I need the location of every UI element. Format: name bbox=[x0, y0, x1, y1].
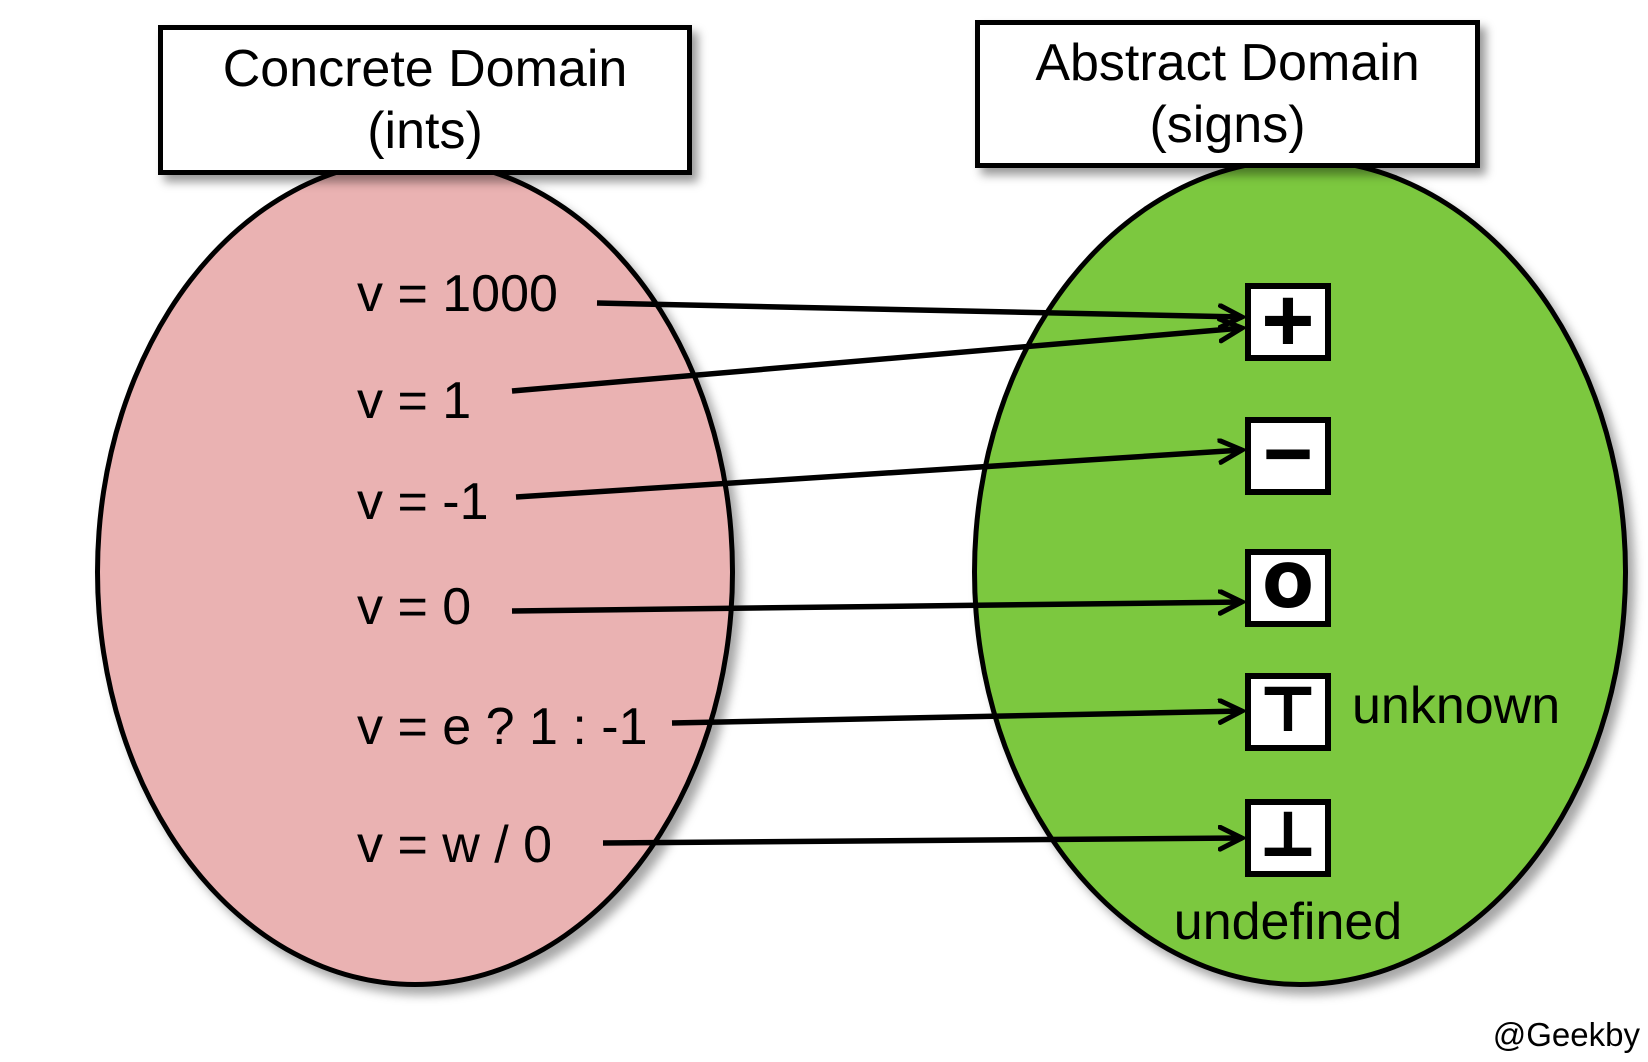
concrete-item-v1: v = 1 bbox=[357, 372, 472, 430]
abstract-domain-title-box: Abstract Domain (signs) bbox=[975, 20, 1480, 168]
sign-box-bottom: ⊥ bbox=[1245, 799, 1331, 877]
arrow-vminus1-to-minus bbox=[515, 450, 1242, 500]
zero-icon: O bbox=[1262, 551, 1313, 621]
concrete-title-line1: Concrete Domain bbox=[222, 40, 628, 98]
arrow-v1-to-plus bbox=[511, 328, 1242, 394]
concrete-item-v1000: v = 1000 bbox=[357, 265, 558, 323]
concrete-domain-title-box: Concrete Domain (ints) bbox=[158, 25, 692, 175]
arrow-v1000-to-plus bbox=[596, 300, 1242, 317]
undefined-label: undefined bbox=[1173, 893, 1403, 951]
concrete-item-conditional: v = e ? 1 : -1 bbox=[357, 698, 648, 756]
sign-box-zero: O bbox=[1245, 549, 1331, 627]
abstract-title-line1: Abstract Domain bbox=[1035, 34, 1420, 92]
abstract-title-line2: (signs) bbox=[1149, 96, 1306, 154]
concrete-domain-ellipse bbox=[95, 157, 735, 987]
unknown-label: unknown bbox=[1352, 677, 1561, 735]
arrow-conditional-to-top bbox=[671, 711, 1242, 726]
concrete-title-line2: (ints) bbox=[367, 102, 483, 160]
concrete-item-divzero: v = w / 0 bbox=[357, 816, 553, 874]
arrow-v0-to-zero bbox=[511, 602, 1242, 611]
concrete-item-vminus1: v = -1 bbox=[357, 473, 489, 531]
top-lattice-icon: ⊤ bbox=[1260, 674, 1317, 746]
sign-box-minus: − bbox=[1245, 413, 1331, 495]
concrete-item-v0: v = 0 bbox=[357, 578, 472, 636]
plus-icon: + bbox=[1258, 277, 1319, 361]
minus-icon: − bbox=[1259, 413, 1316, 492]
sign-box-top: ⊤ bbox=[1245, 673, 1331, 751]
sign-box-plus: + bbox=[1245, 277, 1331, 361]
watermark: @Geekby bbox=[1492, 1016, 1640, 1053]
bottom-lattice-icon: ⊥ bbox=[1260, 799, 1317, 871]
arrow-divzero-to-bottom bbox=[602, 838, 1242, 843]
